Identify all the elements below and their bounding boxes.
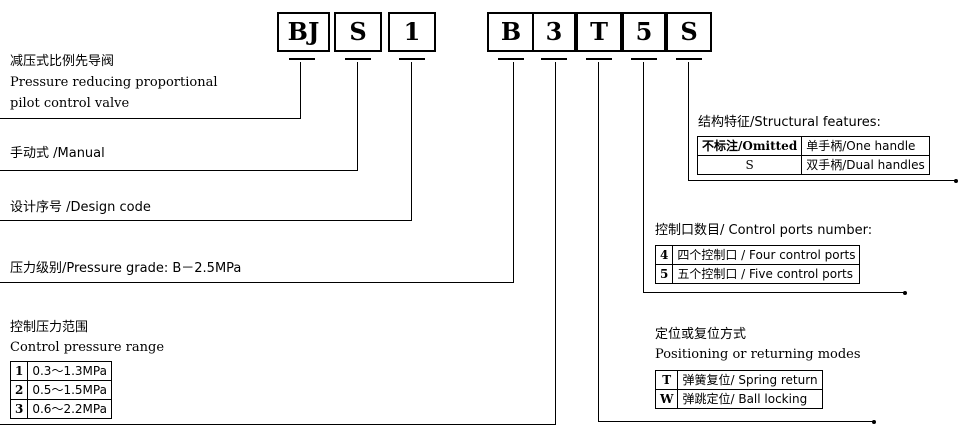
- code-box-5: 5: [622, 12, 666, 52]
- leader-s-h: [0, 170, 358, 171]
- range-val-1: 0.3～1.3MPa: [27, 361, 112, 381]
- control-range-label-cn: 控制压力范围: [10, 320, 89, 335]
- code-box-1: 1: [388, 12, 436, 52]
- ports-key-5: 5: [654, 264, 674, 284]
- table-row: W 弹跳定位/ Ball locking: [654, 389, 823, 409]
- struct-val-2: 双手柄/Dual handles: [801, 155, 930, 175]
- pressure-grade-label: 压力级别/Pressure grade: B－2.5MPa: [10, 261, 242, 276]
- code-box-t: T: [576, 12, 622, 52]
- table-row: 5 五个控制口 / Five control ports: [654, 264, 861, 284]
- code-box-s2: S: [666, 12, 712, 52]
- tick-5: [631, 58, 657, 60]
- code-box-3: 3: [532, 12, 576, 52]
- tick-s: [345, 58, 371, 60]
- ports-val-5: 五个控制口 / Five control ports: [672, 264, 861, 284]
- leader-t-h: [598, 421, 874, 422]
- control-range-table: 1 0.3～1.3MPa 2 0.5～1.5MPa 3 0.6～2.2MPa: [9, 361, 112, 419]
- table-row: 不标注/Omitted 单手柄/One handle: [696, 136, 930, 156]
- control-range-label-en: Control pressure range: [10, 340, 165, 355]
- structural-features-label: 结构特征/Structural features:: [698, 115, 881, 130]
- leader-t-v: [598, 62, 599, 422]
- code-box-b: B: [487, 12, 535, 52]
- table-row: S 双手柄/Dual handles: [696, 155, 930, 175]
- control-ports-label: 控制口数目/ Control ports number:: [655, 223, 873, 238]
- range-key-2: 2: [9, 380, 29, 400]
- range-val-3: 0.6～2.2MPa: [27, 399, 112, 419]
- tick-b: [498, 58, 524, 60]
- tick-s2: [676, 58, 702, 60]
- struct-key-2: S: [696, 155, 803, 175]
- leader-t-dot: [872, 420, 876, 424]
- leader-s2-v: [688, 62, 689, 181]
- code-box-s: S: [334, 12, 382, 52]
- pos-key-w: W: [654, 389, 679, 409]
- leader-1-v: [411, 62, 412, 220]
- struct-val-1: 单手柄/One handle: [801, 136, 930, 156]
- structural-features-table: 不标注/Omitted 单手柄/One handle S 双手柄/Dual ha…: [696, 136, 930, 175]
- table-row: T 弹簧复位/ Spring return: [654, 370, 823, 390]
- table-row: 4 四个控制口 / Four control ports: [654, 245, 861, 265]
- design-code-label: 设计序号 /Design code: [10, 200, 151, 215]
- tick-bj: [289, 58, 315, 60]
- valve-label-en-1: Pressure reducing proportional: [10, 75, 218, 90]
- ports-key-4: 4: [654, 245, 674, 265]
- pos-key-t: T: [654, 370, 679, 390]
- leader-bj-h: [0, 118, 301, 119]
- leader-3-h: [0, 424, 556, 425]
- table-row: 1 0.3～1.3MPa: [9, 361, 112, 381]
- leader-5-dot: [903, 291, 907, 295]
- table-row: 3 0.6～2.2MPa: [9, 399, 112, 419]
- manual-label: 手动式 /Manual: [10, 146, 105, 161]
- tick-1: [399, 58, 425, 60]
- leader-s2-h: [688, 180, 956, 181]
- positioning-table: T 弹簧复位/ Spring return W 弹跳定位/ Ball locki…: [654, 370, 823, 409]
- pos-val-w: 弹跳定位/ Ball locking: [677, 389, 823, 409]
- range-val-2: 0.5～1.5MPa: [27, 380, 112, 400]
- control-ports-table: 4 四个控制口 / Four control ports 5 五个控制口 / F…: [654, 245, 861, 284]
- leader-b-h: [0, 282, 514, 283]
- leader-s2-dot: [954, 179, 958, 183]
- leader-5-v: [643, 62, 644, 293]
- struct-key-1: 不标注/Omitted: [696, 136, 803, 156]
- leader-bj-v: [300, 62, 301, 118]
- leader-3-v: [555, 62, 556, 424]
- leader-b-v: [513, 62, 514, 282]
- ports-val-4: 四个控制口 / Four control ports: [672, 245, 861, 265]
- leader-1-h: [0, 220, 412, 221]
- positioning-label-cn: 定位或复位方式: [655, 327, 747, 342]
- code-box-bj: BJ: [277, 12, 330, 52]
- leader-s-v: [357, 62, 358, 170]
- table-row: 2 0.5～1.5MPa: [9, 380, 112, 400]
- tick-3: [541, 58, 567, 60]
- positioning-label-en: Positioning or returning modes: [655, 347, 861, 362]
- range-key-1: 1: [9, 361, 29, 381]
- valve-label-en-2: pilot control valve: [10, 96, 130, 111]
- tick-t: [586, 58, 612, 60]
- range-key-3: 3: [9, 399, 29, 419]
- valve-label-cn: 减压式比例先导阀: [10, 54, 115, 69]
- pos-val-t: 弹簧复位/ Spring return: [677, 370, 823, 390]
- leader-5-h: [643, 292, 905, 293]
